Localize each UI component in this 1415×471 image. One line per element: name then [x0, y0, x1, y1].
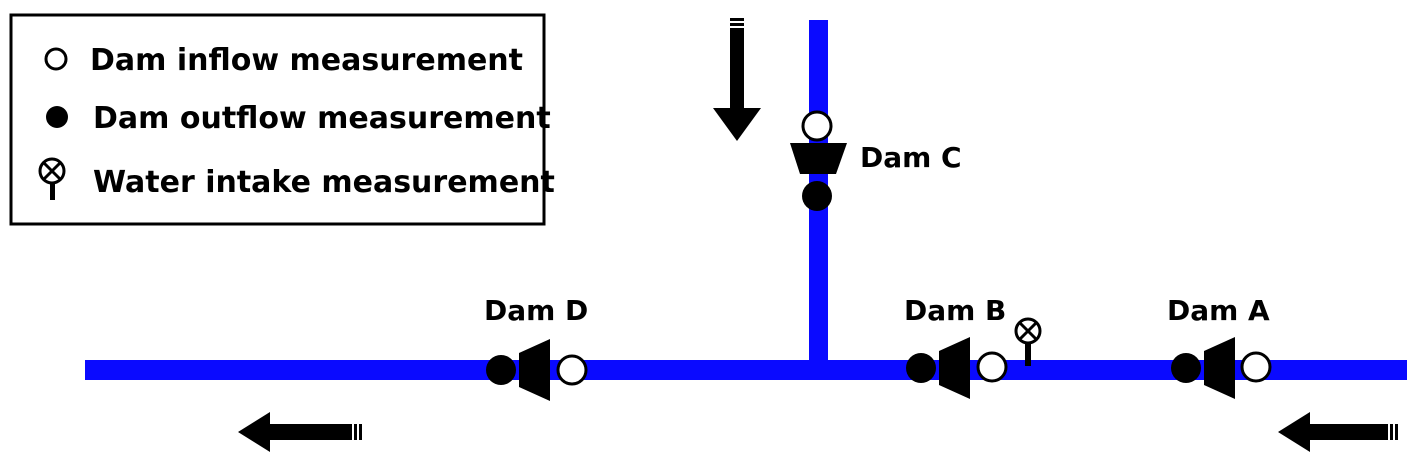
- main-river: [85, 360, 1407, 380]
- inflow-point-icon: [801, 110, 833, 142]
- outflow-point-icon: [802, 181, 832, 211]
- flow-arrow-icon: [238, 412, 362, 452]
- dam-icon: [939, 337, 970, 399]
- intake-meter-icon: [38, 157, 66, 200]
- legend-label-inflow: Dam inflow measurement: [90, 43, 523, 78]
- dam-a: Dam A: [1167, 294, 1272, 399]
- legend-box: [9, 13, 546, 226]
- open-circle-icon: [44, 47, 68, 71]
- legend-label-intake: Water intake measurement: [93, 165, 555, 200]
- dam-icon: [519, 339, 550, 401]
- filled-circle-icon: [46, 106, 68, 128]
- dam-b: Dam B: [904, 294, 1042, 399]
- inflow-point-icon: [976, 351, 1008, 383]
- outflow-point-icon: [906, 353, 936, 383]
- dam-c: Dam C: [790, 110, 962, 211]
- river-network: [85, 20, 1407, 380]
- legend: Dam inflow measurement Dam outflow measu…: [9, 13, 555, 226]
- legend-label-outflow: Dam outflow measurement: [93, 101, 551, 136]
- inflow-point-icon: [1240, 351, 1272, 383]
- dam-d-label: Dam D: [484, 294, 588, 327]
- flow-arrow-icon: [713, 18, 761, 141]
- outflow-point-icon: [1171, 353, 1201, 383]
- dam-d: Dam D: [484, 294, 588, 401]
- intake-meter-icon: [1014, 317, 1042, 366]
- dam-icon: [790, 143, 847, 174]
- dam-a-label: Dam A: [1167, 294, 1270, 327]
- dam-b-label: Dam B: [904, 294, 1006, 327]
- flow-arrow-icon: [1278, 412, 1398, 452]
- dam-c-label: Dam C: [860, 141, 962, 174]
- outflow-point-icon: [486, 355, 516, 385]
- dam-icon: [1204, 337, 1235, 399]
- inflow-point-icon: [556, 354, 588, 386]
